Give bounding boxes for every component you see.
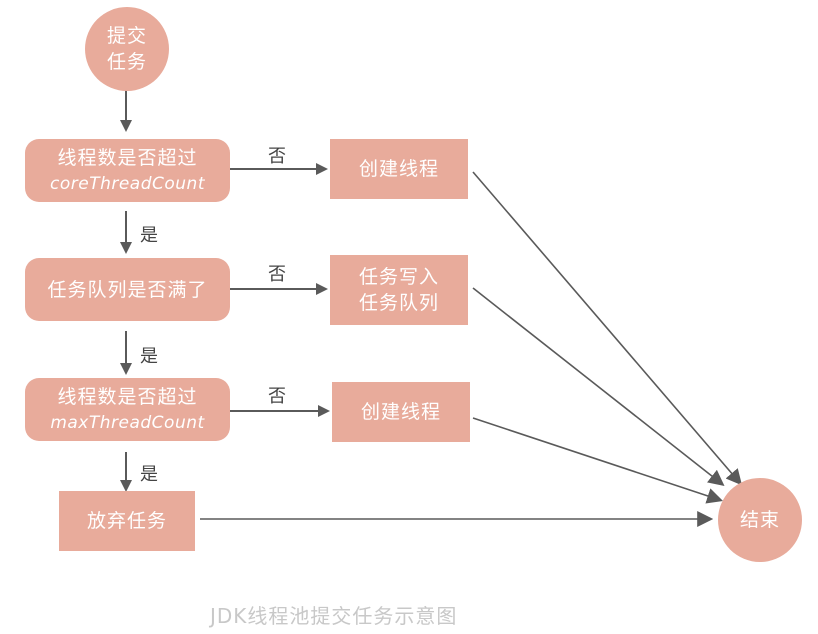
arrow-action1-to-end bbox=[472, 171, 743, 486]
edge-label-no-1: 否 bbox=[268, 146, 286, 167]
reject-task-text: 放弃任务 bbox=[86, 510, 167, 532]
decision2-line1: 任务队列是否满了 bbox=[47, 278, 208, 301]
edge-label-no-3: 否 bbox=[268, 386, 286, 407]
edge-label-yes-2: 是 bbox=[140, 346, 158, 367]
end-node: 结束 bbox=[718, 478, 802, 562]
decision1-line2: coreThreadCount bbox=[50, 173, 205, 194]
start-node: 提交 任务 bbox=[85, 7, 169, 91]
action2-line2: 任务队列 bbox=[358, 292, 439, 314]
reject-task-node: 放弃任务 bbox=[59, 491, 195, 551]
action-enqueue-task: 任务写入 任务队列 bbox=[330, 255, 468, 325]
end-node-text: 结束 bbox=[739, 509, 780, 531]
action3-text: 创建线程 bbox=[360, 401, 441, 423]
decision-core-thread-count: 线程数是否超过 coreThreadCount bbox=[25, 139, 230, 202]
arrow-action2-to-end bbox=[472, 287, 725, 486]
decision1-line1: 线程数是否超过 bbox=[57, 146, 198, 169]
decision3-line2: maxThreadCount bbox=[50, 412, 205, 433]
edge-label-yes-1: 是 bbox=[140, 225, 158, 246]
edge-label-yes-3: 是 bbox=[140, 464, 158, 485]
start-node-line1: 提交 bbox=[106, 25, 147, 47]
decision3-line1: 线程数是否超过 bbox=[57, 385, 198, 408]
action-create-thread-1: 创建线程 bbox=[330, 139, 468, 199]
diagram-caption: JDK线程池提交任务示意图 bbox=[210, 604, 458, 628]
arrow-action3-to-end bbox=[472, 417, 724, 504]
action1-text: 创建线程 bbox=[358, 158, 439, 180]
decision-queue-full: 任务队列是否满了 bbox=[25, 258, 230, 321]
decision-max-thread-count: 线程数是否超过 maxThreadCount bbox=[25, 378, 230, 441]
edge-label-no-2: 否 bbox=[268, 264, 286, 285]
start-node-line2: 任务 bbox=[106, 51, 147, 73]
action2-line1: 任务写入 bbox=[358, 266, 439, 288]
action-create-thread-2: 创建线程 bbox=[332, 382, 470, 442]
